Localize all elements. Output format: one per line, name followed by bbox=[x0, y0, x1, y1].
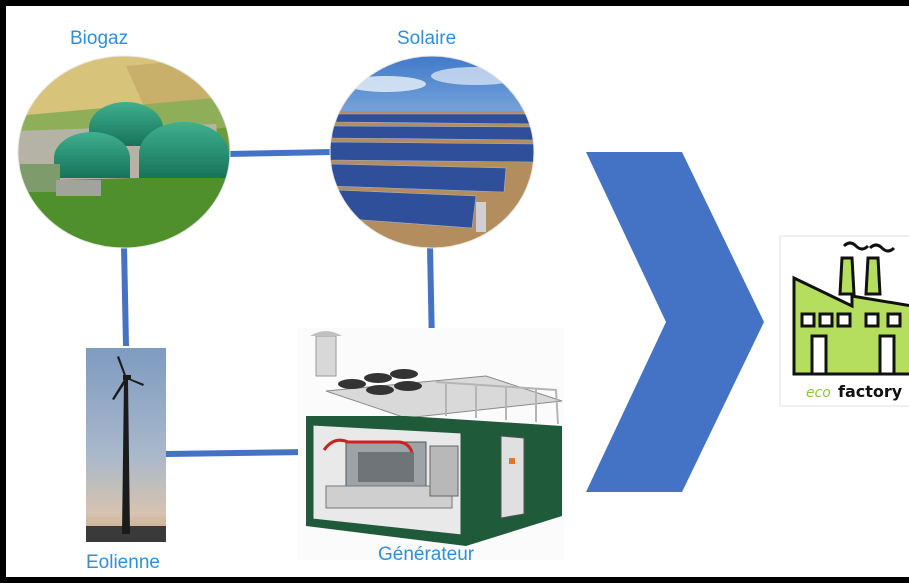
connector-biogaz-eolienne bbox=[121, 245, 129, 347]
solaire-image bbox=[330, 56, 534, 248]
logo-word-eco: eco bbox=[806, 385, 831, 401]
eolienne-image bbox=[86, 348, 166, 542]
label-solaire: Solaire bbox=[397, 28, 457, 49]
connector-eolienne-generateur bbox=[165, 449, 309, 457]
connector-biogaz-solaire bbox=[225, 149, 333, 157]
biogaz-image bbox=[18, 56, 230, 248]
diagram-graphics: eco factory bbox=[17, 55, 909, 560]
logo-word-factory: factory bbox=[838, 382, 903, 401]
flow-arrow bbox=[586, 152, 764, 492]
connector-lines bbox=[121, 149, 436, 457]
label-generateur: Générateur bbox=[378, 544, 475, 565]
label-eolienne: Eolienne bbox=[86, 552, 160, 573]
generateur-image bbox=[298, 328, 564, 560]
eco-factory-logo: eco factory bbox=[779, 235, 909, 407]
label-biogaz: Biogaz bbox=[70, 28, 129, 49]
